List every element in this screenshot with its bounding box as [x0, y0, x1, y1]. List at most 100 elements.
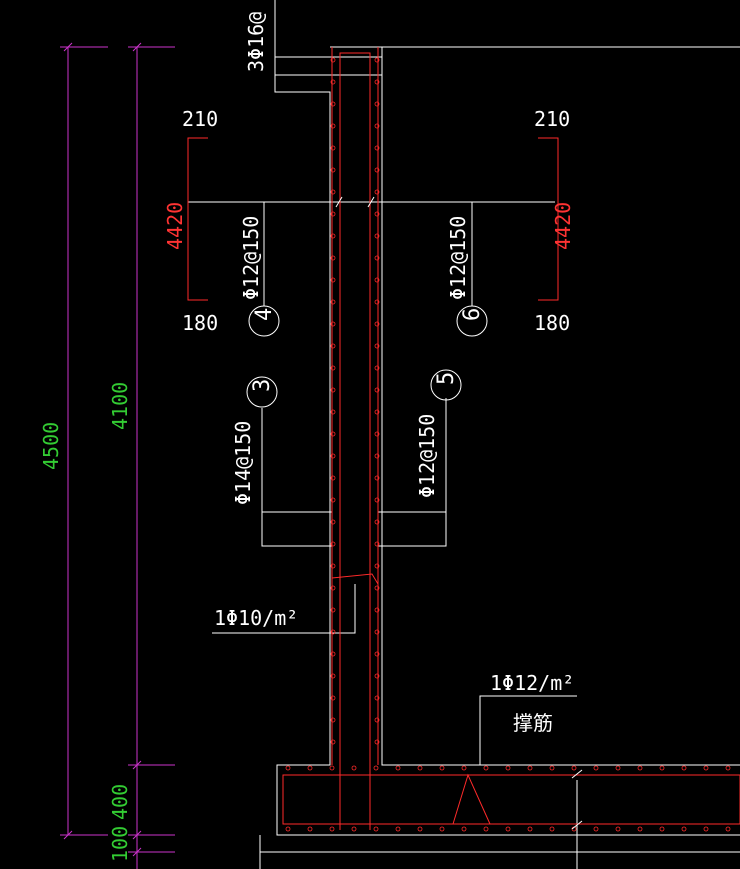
- rebar-dot: [330, 387, 336, 393]
- left-hook-length: 4420: [163, 202, 187, 250]
- rebar-dot: [659, 826, 665, 832]
- rebar-dot: [330, 57, 336, 63]
- left-hook-top: 210: [182, 107, 218, 131]
- rebar-dot: [285, 765, 291, 771]
- rebar-dot: [330, 739, 336, 745]
- rebar-dot: [395, 765, 401, 771]
- rebar-dot: [374, 277, 380, 283]
- left-hook-bottom: 180: [182, 311, 218, 335]
- rebar-dot: [505, 826, 511, 832]
- rebar-dot: [374, 607, 380, 613]
- rebar-dot: [330, 365, 336, 371]
- rebar-dot: [374, 453, 380, 459]
- bar6-spec: Φ12@150: [446, 216, 470, 300]
- rebar-dot: [330, 673, 336, 679]
- rebar-dot: [417, 765, 423, 771]
- rebar-dots: [285, 57, 731, 832]
- rebar-dot: [681, 765, 687, 771]
- rebar-dot: [374, 629, 380, 635]
- rebar-dot: [351, 826, 357, 832]
- rebar-dot: [593, 765, 599, 771]
- rebar-dot: [330, 343, 336, 349]
- rebar-dot: [483, 765, 489, 771]
- bar5-number: 5: [434, 372, 459, 385]
- rebar-dot: [330, 409, 336, 415]
- rebar-dot: [374, 255, 380, 261]
- rebar-dot: [330, 277, 336, 283]
- rebar-dot: [330, 717, 336, 723]
- rebar-dot: [439, 826, 445, 832]
- rebar-dot: [330, 453, 336, 459]
- bar5-spec: Φ12@150: [415, 414, 439, 498]
- rebar-lines: [187, 47, 740, 830]
- rebar-dot: [395, 826, 401, 832]
- rebar-dot: [374, 101, 380, 107]
- rebar-dot: [330, 651, 336, 657]
- rebar-dot: [549, 765, 555, 771]
- support-bar-label: 1Φ12/m²: [490, 671, 574, 695]
- rebar-dot: [374, 167, 380, 173]
- rebar-dot: [374, 563, 380, 569]
- rebar-dot: [374, 123, 380, 129]
- rebar-dot: [330, 695, 336, 701]
- rebar-dot: [374, 519, 380, 525]
- concrete-outline: [188, 0, 740, 869]
- rebar-dot: [374, 189, 380, 195]
- rebar-dot: [330, 145, 336, 151]
- rebar-dot: [307, 826, 313, 832]
- rebar-dot: [461, 765, 467, 771]
- rebar-dot: [374, 431, 380, 437]
- rebar-dot: [374, 739, 380, 745]
- dim-wall-height: 4100: [108, 382, 132, 430]
- rebar-dot: [549, 826, 555, 832]
- rebar-dot: [681, 826, 687, 832]
- rebar-dot: [637, 765, 643, 771]
- rebar-dot: [330, 101, 336, 107]
- rebar-dot: [374, 145, 380, 151]
- rebar-dot: [374, 651, 380, 657]
- rebar-dot: [374, 541, 380, 547]
- rebar-dot: [725, 826, 731, 832]
- rebar-dot: [461, 826, 467, 832]
- rebar-dot: [374, 475, 380, 481]
- rebar-dot: [330, 475, 336, 481]
- rebar-dot: [330, 629, 336, 635]
- rebar-dot: [330, 563, 336, 569]
- rebar-dot: [615, 765, 621, 771]
- right-hook-length: 4420: [551, 202, 575, 250]
- support-bar-name: 撑筋: [513, 711, 553, 735]
- rebar-dot: [330, 321, 336, 327]
- right-hook-top: 210: [534, 107, 570, 131]
- rebar-dot: [527, 826, 533, 832]
- rebar-dot: [439, 765, 445, 771]
- rebar-dot: [374, 79, 380, 85]
- rebar-dot: [374, 695, 380, 701]
- rebar-dot: [374, 211, 380, 217]
- rebar-dot: [330, 519, 336, 525]
- rebar-dot: [374, 57, 380, 63]
- rebar-dot: [374, 409, 380, 415]
- rebar-dot: [703, 765, 709, 771]
- rebar-dot: [307, 765, 313, 771]
- rebar-dot: [329, 826, 335, 832]
- rebar-dot: [374, 387, 380, 393]
- rebar-dot: [483, 826, 489, 832]
- bar4-number: 4: [252, 308, 277, 321]
- rebar-dot: [330, 79, 336, 85]
- rebar-dot: [659, 765, 665, 771]
- rebar-dot: [330, 431, 336, 437]
- tie-bar-label: 1Φ10/m²: [214, 606, 298, 630]
- rebar-dot: [374, 365, 380, 371]
- right-hook-bottom: 180: [534, 311, 570, 335]
- rebar-dot: [374, 585, 380, 591]
- rebar-dot: [374, 673, 380, 679]
- tick-marks: [335, 196, 583, 830]
- rebar-dot: [330, 189, 336, 195]
- bar3-number: 3: [250, 379, 275, 392]
- rebar-dot: [330, 585, 336, 591]
- rebar-dot: [330, 211, 336, 217]
- rebar-dot: [374, 717, 380, 723]
- rebar-dot: [330, 541, 336, 547]
- rebar-dot: [330, 123, 336, 129]
- rebar-dot: [374, 497, 380, 503]
